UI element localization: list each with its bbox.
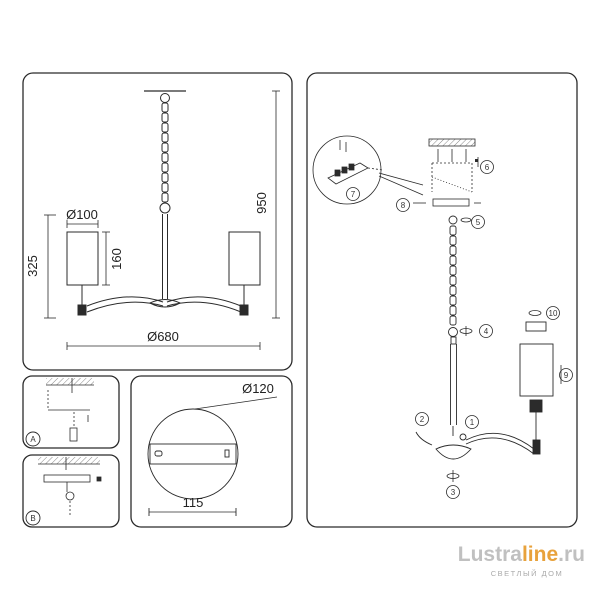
ceiling-bracket — [413, 138, 481, 207]
logo-part-2: line — [522, 543, 558, 566]
wiring-detail — [312, 135, 424, 205]
panel-detail-a: A — [22, 375, 120, 449]
step-7: 7 — [351, 190, 356, 199]
shade-diameter-label: Ø100 — [66, 207, 98, 222]
step-5: 5 — [476, 218, 481, 227]
dimension-lines — [44, 90, 280, 350]
step-6: 6 — [485, 163, 490, 172]
step-1: 1 — [470, 418, 475, 427]
assembly-hub — [415, 321, 554, 460]
detail-b-label: B — [30, 514, 35, 523]
step-2: 2 — [420, 415, 425, 424]
assembly-chain — [448, 215, 458, 425]
chandelier-outline — [66, 90, 261, 316]
lustraline-logo: Lustraline.ru СВЕТЛЫЙ ДОМ — [458, 543, 585, 578]
span-diameter-label: Ø680 — [147, 329, 179, 344]
total-height-label: 950 — [254, 192, 269, 214]
step-9: 9 — [564, 371, 569, 380]
panel-assembly: 7 6 8 — [306, 72, 578, 528]
panel-dimensions: Ø100 160 325 950 Ø680 — [22, 72, 293, 371]
step-4: 4 — [484, 327, 489, 336]
shade-height-label: 160 — [109, 248, 124, 270]
panel-detail-b: B — [22, 454, 120, 528]
step-8: 8 — [401, 201, 406, 210]
logo-part-3: .ru — [558, 543, 585, 566]
logo-part-1: Lustra — [458, 543, 523, 566]
svg-text:Lustraline.ru: Lustraline.ru — [458, 543, 585, 566]
detail-a-label: A — [30, 435, 36, 444]
logo-subtitle: СВЕТЛЫЙ ДОМ — [491, 569, 564, 578]
step-3: 3 — [451, 488, 456, 497]
canopy-width-label: 115 — [183, 495, 204, 510]
panel-canopy: Ø120 115 — [130, 375, 293, 528]
canopy-diameter-label: Ø120 — [242, 381, 274, 396]
step-10: 10 — [549, 309, 558, 318]
arm-drop-label: 325 — [25, 255, 40, 277]
